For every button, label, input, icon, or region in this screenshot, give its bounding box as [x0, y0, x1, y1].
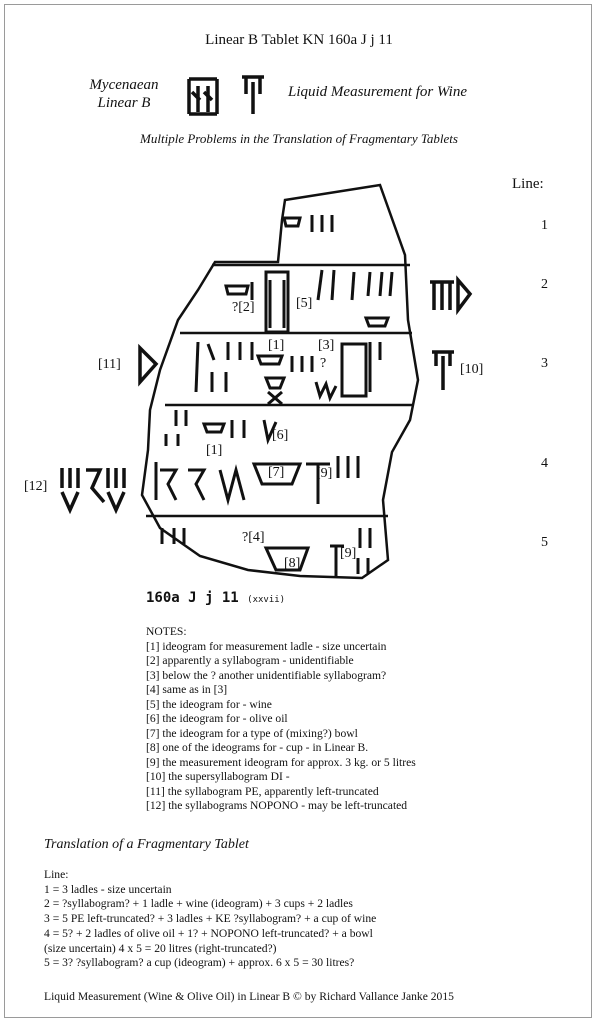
tablet-label-1b: [1]	[206, 443, 223, 458]
translation-line: 3 = 5 PE left-truncated? + 3 ladles + KE…	[44, 912, 377, 926]
mycenaean-label: Mycenaean Linear B	[74, 76, 174, 112]
mycenaean-line2: Linear B	[97, 95, 151, 111]
tablet-drawing	[60, 183, 473, 580]
note-item: [3] below the ? another unidentifiable s…	[146, 668, 387, 682]
tablet-label-3: [3]	[318, 338, 335, 353]
tablet-code-suffix: (xxvii)	[247, 595, 286, 605]
line-number-3: 3	[541, 356, 548, 371]
page-subtitle: Multiple Problems in the Translation of …	[140, 131, 458, 146]
mycenaean-line1: Mycenaean	[89, 77, 159, 93]
notes-section: NOTES: [1] ideogram for measurement ladl…	[146, 625, 566, 814]
note-item: [7] the ideogram for a type of (mixing?)…	[146, 726, 358, 740]
tablet-code-main: 160a J j 11	[146, 590, 239, 606]
tablet-label-4: ?[4]	[242, 530, 265, 545]
line-column-header: Line:	[512, 176, 544, 192]
tablet-label-7: [7]	[268, 465, 285, 480]
notes-heading: NOTES:	[146, 625, 187, 638]
note-item: [8] one of the ideograms for - cup - in …	[146, 741, 369, 754]
linear-b-glyph-2-icon	[242, 75, 264, 114]
translation-line: (size uncertain) 4 x 5 = 20 litres (righ…	[44, 941, 277, 955]
tablet-label-8: [8]	[284, 556, 301, 571]
translation-title: Translation of a Fragmentary Tablet	[44, 837, 249, 852]
tablet-label-2: ?[2]	[232, 300, 255, 315]
note-item: [6] the ideogram for - olive oil	[146, 712, 288, 725]
line-number-1: 1	[541, 218, 548, 233]
tablet-code: 160a J j 11 (xxvii)	[146, 590, 285, 606]
liquid-measurement-label: Liquid Measurement for Wine	[288, 84, 468, 100]
page-frame	[4, 4, 592, 1018]
note-item: [5] the ideogram for - wine	[146, 697, 272, 711]
translation-line: 5 = 3? ?syllabogram? a cup (ideogram) + …	[44, 956, 355, 970]
copyright-footer: Liquid Measurement (Wine & Olive Oil) in…	[44, 990, 454, 1003]
tablet-label-9b: [9]	[340, 546, 357, 561]
note-item: [4] same as in [3]	[146, 683, 228, 696]
line-number-5: 5	[541, 535, 548, 550]
tablet-label-11: [11]	[98, 357, 121, 372]
translation-section: Line: 1 = 3 ladles - size uncertain 2 = …	[44, 868, 574, 971]
tablet-label-10: [10]	[460, 362, 484, 377]
tablet-label-5: [5]	[296, 296, 313, 311]
tablet-outline	[140, 183, 420, 580]
tablet-label-1: [1]	[268, 338, 285, 353]
linear-b-glyph-1-icon	[187, 77, 219, 116]
tablet-label-9a: [9]	[316, 466, 333, 481]
note-item: [9] the measurement ideogram for approx.…	[146, 755, 416, 769]
tablet-label-6: [6]	[272, 428, 289, 443]
tablet-label-3-question: ?	[320, 356, 327, 371]
line-number-2: 2	[541, 277, 548, 292]
translation-line: 4 = 5? + 2 ladles of olive oil + 1? + NO…	[44, 926, 373, 940]
note-item: [11] the syllabogram PE, apparently left…	[146, 784, 379, 798]
note-item: [10] the supersyllabogram DI -	[146, 770, 290, 783]
translation-line: 1 = 3 ladles - size uncertain	[44, 882, 172, 896]
translation-line-label: Line:	[44, 868, 69, 881]
note-item: [12] the syllabograms NOPONO - may be le…	[146, 799, 408, 812]
line-number-4: 4	[541, 456, 548, 471]
note-item: [2] apparently a syllabogram - unidentif…	[146, 654, 354, 667]
tablet-label-12: [12]	[24, 479, 48, 494]
note-item: [1] ideogram for measurement ladle - siz…	[146, 639, 387, 653]
page-title: Linear B Tablet KN 160a J j 11	[205, 32, 393, 48]
translation-line: 2 = ?syllabogram? + 1 ladle + wine (ideo…	[44, 897, 353, 911]
